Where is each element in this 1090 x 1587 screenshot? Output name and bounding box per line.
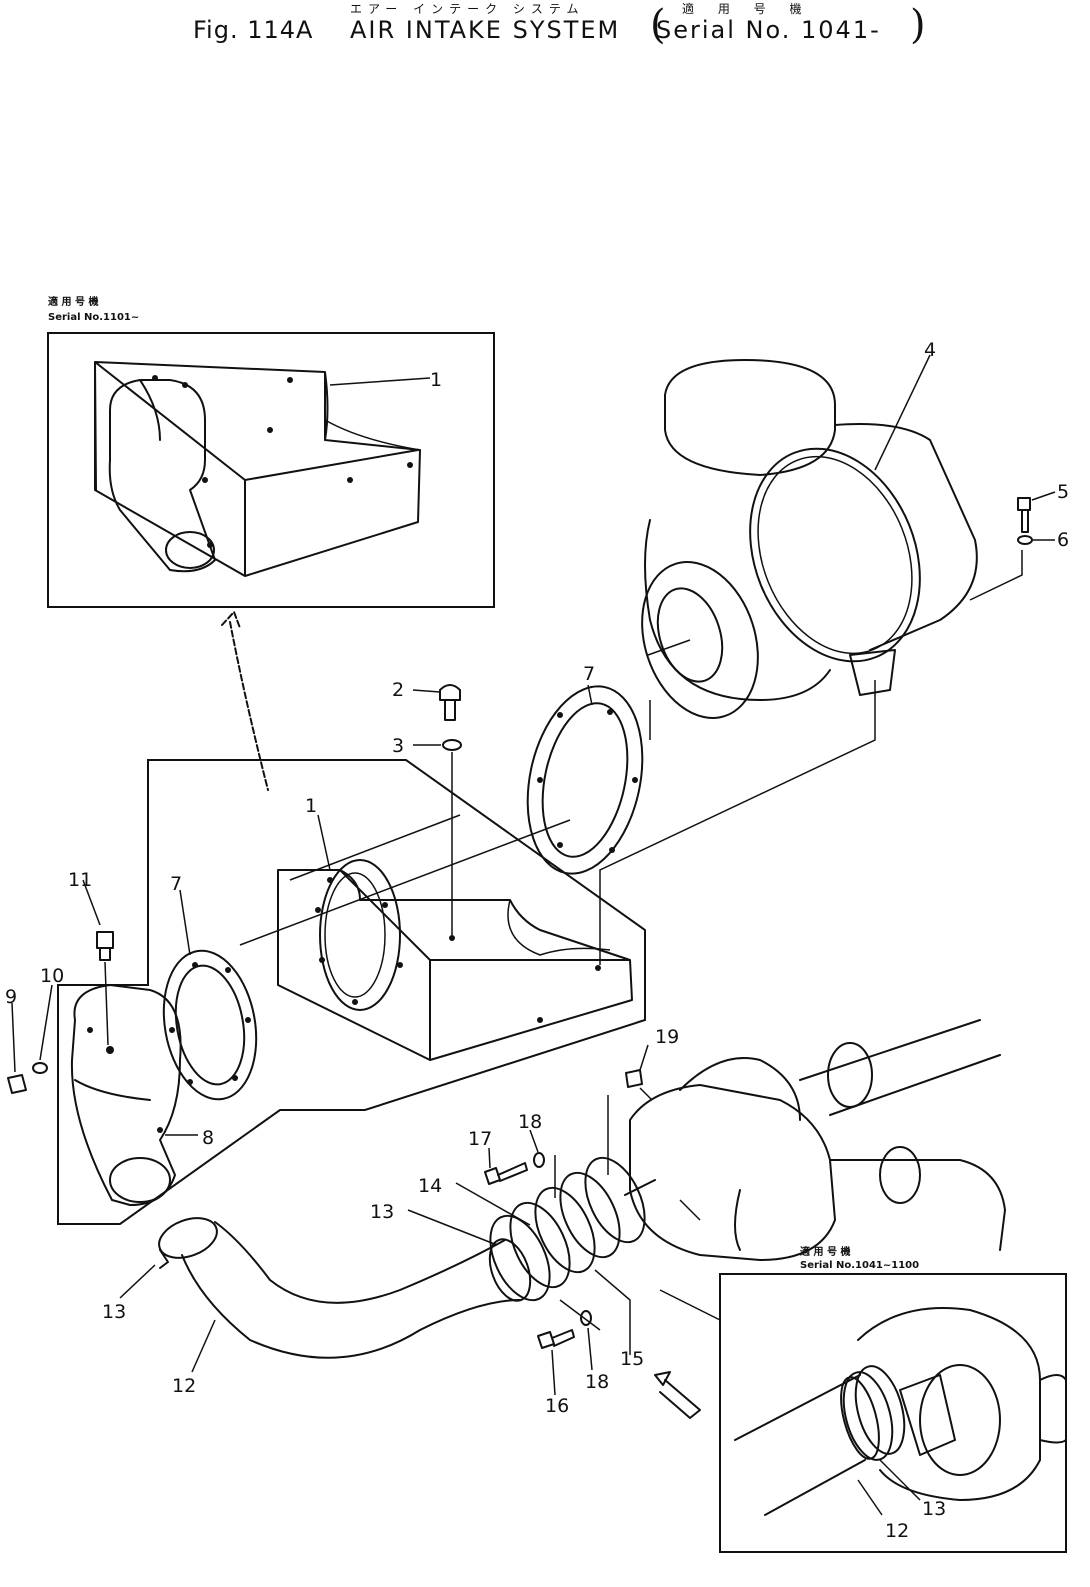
callout-14: 14 (418, 1175, 442, 1197)
serial-paren-right: ) (910, 2, 926, 48)
inset-top-left: 適 用 号 機 Serial No.1101~ 1 (47, 295, 495, 608)
callout-13-middle: 13 (370, 1201, 394, 1223)
title-japanese-serial: 適 用 号 機 (682, 2, 812, 16)
callout-7-lower: 7 (170, 873, 182, 895)
callout-2: 2 (392, 679, 404, 701)
callout-3: 3 (392, 735, 404, 757)
elbow-8: 11 8 10 9 (5, 869, 214, 1206)
figure-number: Fig. 114A (193, 16, 314, 44)
serial-paren-left: ( (650, 2, 666, 48)
bracket-1: 1 (57, 759, 646, 1225)
callout-16: 16 (545, 1395, 569, 1417)
inset-bottom-right-serial: Serial No.1041~1100 (800, 1260, 919, 1271)
callout-13-inset: 13 (922, 1498, 946, 1520)
inset-link-arrow (221, 611, 269, 791)
callout-5: 5 (1057, 481, 1069, 503)
serial-range: Serial No. 1041- (656, 16, 881, 44)
callout-9: 9 (5, 986, 17, 1008)
callout-8: 8 (202, 1127, 214, 1149)
callout-10: 10 (40, 965, 64, 987)
bolt-2-washer-3: 2 3 (392, 679, 462, 935)
inset-top-left-japanese: 適 用 号 機 (48, 295, 98, 308)
callout-12-main: 12 (172, 1375, 196, 1397)
callout-12-inset: 12 (885, 1520, 909, 1542)
callout-1-inset: 1 (430, 369, 442, 391)
clamp-band-4 (749, 447, 921, 663)
inset-elbow (108, 379, 216, 573)
callout-11: 11 (68, 869, 92, 891)
inset-top-left-serial: Serial No.1101~ (48, 312, 139, 323)
intake-hose-12: 13 12 (102, 1217, 532, 1397)
callout-1-main: 1 (305, 795, 317, 817)
air-cleaner: 4 5 6 (599, 339, 1069, 965)
inset-top-left-frame (47, 332, 495, 608)
callout-19: 19 (655, 1026, 679, 1048)
gasket-7-lower: 7 (162, 873, 258, 1101)
callout-15: 15 (620, 1348, 644, 1370)
inset-bracket (94, 361, 421, 577)
view-arrow-icon (654, 1371, 701, 1419)
callout-13-left: 13 (102, 1301, 126, 1323)
inset-bottom-right-frame (719, 1273, 1067, 1553)
figure-title: AIR INTAKE SYSTEM (350, 16, 621, 44)
inset-bottom-right-japanese: 適 用 号 機 (800, 1245, 850, 1258)
callout-4: 4 (924, 339, 936, 361)
inset-bottom-right: 適 用 号 機 Serial No.1041~1100 13 12 (719, 1245, 1067, 1553)
callout-17: 17 (468, 1128, 492, 1150)
callout-18-lower: 18 (585, 1371, 609, 1393)
callout-7-upper: 7 (583, 663, 595, 685)
callout-6: 6 (1057, 529, 1069, 551)
turbocharger: 19 17 18 14 13 15 16 18 (370, 1019, 1006, 1419)
callout-18-upper: 18 (518, 1111, 542, 1133)
title-japanese: エアー インテーク システム (350, 2, 585, 16)
